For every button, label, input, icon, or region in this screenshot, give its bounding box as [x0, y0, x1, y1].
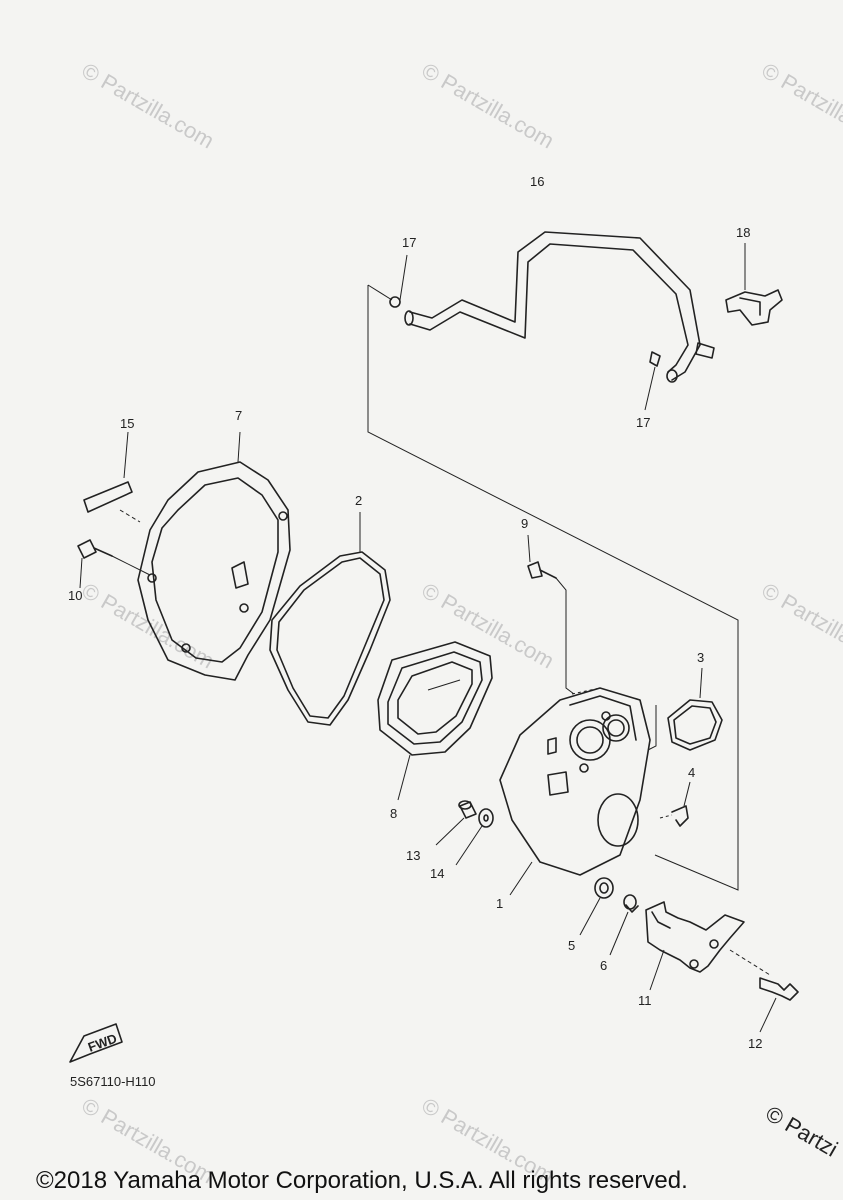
- part-8-filter: [377, 641, 493, 801]
- leader-line: [571, 687, 601, 695]
- part-9-screw: [527, 534, 575, 695]
- part-11-bracket: [645, 901, 771, 991]
- watermark: © Partzilla.com: [418, 578, 559, 674]
- callout-5: 5: [568, 938, 575, 953]
- part-15-pad: [83, 431, 141, 523]
- part-13-collar: [435, 800, 477, 846]
- callout-17: 17: [402, 235, 416, 250]
- callout-14: 14: [430, 866, 444, 881]
- part-16-hose: [404, 231, 715, 383]
- callout-7: 7: [235, 408, 242, 423]
- watermark-layer: © Partzilla.com © Partzilla.com © Partzi…: [78, 58, 843, 1189]
- callout-9: 9: [521, 516, 528, 531]
- callout-1: 1: [496, 896, 503, 911]
- callout-18: 18: [736, 225, 750, 240]
- watermark: © Partzilla.com: [78, 578, 219, 674]
- watermark: © Partzilla.com: [758, 58, 843, 154]
- callout-layer: 16 17 18 17 15 7 2 9 10 3 4 8 13 14 1 5 …: [68, 174, 762, 1051]
- part-6-collar: [609, 894, 639, 956]
- part-17-clamp: [644, 351, 661, 411]
- callout-4: 4: [688, 765, 695, 780]
- callout-12: 12: [748, 1036, 762, 1051]
- copyright-text: ©2018 Yamaha Motor Corporation, U.S.A. A…: [36, 1167, 688, 1194]
- part-7-cover: [137, 431, 291, 681]
- part-3-seal: [647, 667, 723, 751]
- callout-11: 11: [638, 993, 652, 1008]
- part-17-clamp: [389, 254, 408, 308]
- part-14-washer: [455, 808, 494, 866]
- diagram-code: 5S67110-H110: [70, 1074, 156, 1089]
- part-1-case: [499, 687, 651, 896]
- callout-17: 17: [636, 415, 650, 430]
- part-10-screw: [77, 539, 151, 589]
- callout-6: 6: [600, 958, 607, 973]
- callout-8: 8: [390, 806, 397, 821]
- corner-watermark: © Partzi: [762, 1101, 843, 1162]
- callout-10: 10: [68, 588, 82, 603]
- callout-13: 13: [406, 848, 420, 863]
- callout-15: 15: [120, 416, 134, 431]
- assembly-frame-top: [367, 284, 393, 301]
- callout-16: 16: [530, 174, 544, 189]
- part-4-hook: [659, 781, 691, 827]
- watermark: © Partzilla.com: [758, 578, 843, 674]
- assembly-frame-line: [367, 285, 739, 891]
- callout-3: 3: [697, 650, 704, 665]
- part-12-bolt: [759, 977, 799, 1033]
- part-2-gasket: [269, 512, 391, 726]
- part-5-grommet: [579, 877, 614, 936]
- callout-2: 2: [355, 493, 362, 508]
- watermark: © Partzilla.com: [78, 58, 219, 154]
- watermark: © Partzilla.com: [418, 58, 559, 154]
- fwd-arrow-icon: FWD: [69, 1023, 123, 1063]
- part-18-clip: [725, 243, 783, 326]
